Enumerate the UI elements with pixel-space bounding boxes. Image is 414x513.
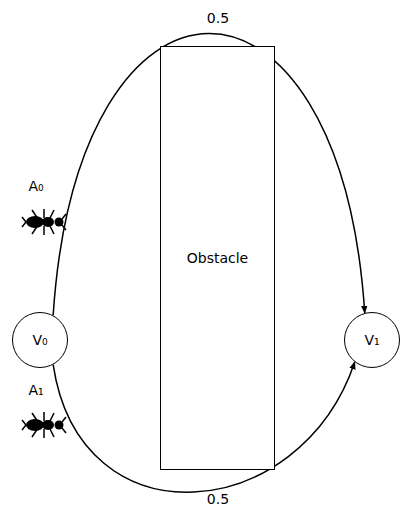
obstacle-box: Obstacle bbox=[160, 46, 275, 470]
agent-label: A₀ bbox=[28, 178, 43, 194]
edge-weight: 0.5 bbox=[207, 10, 229, 26]
ant-symbol bbox=[22, 412, 66, 438]
edge-weight: 0.5 bbox=[207, 491, 229, 507]
node-text: V₀ bbox=[32, 332, 47, 348]
node-text: Obstacle bbox=[187, 250, 248, 266]
ant-symbol bbox=[22, 209, 66, 235]
state-circle: V₀ bbox=[12, 312, 68, 368]
state-circle: V₁ bbox=[344, 312, 400, 368]
agent-label: A₁ bbox=[28, 382, 43, 398]
node-text: V₁ bbox=[364, 332, 379, 348]
